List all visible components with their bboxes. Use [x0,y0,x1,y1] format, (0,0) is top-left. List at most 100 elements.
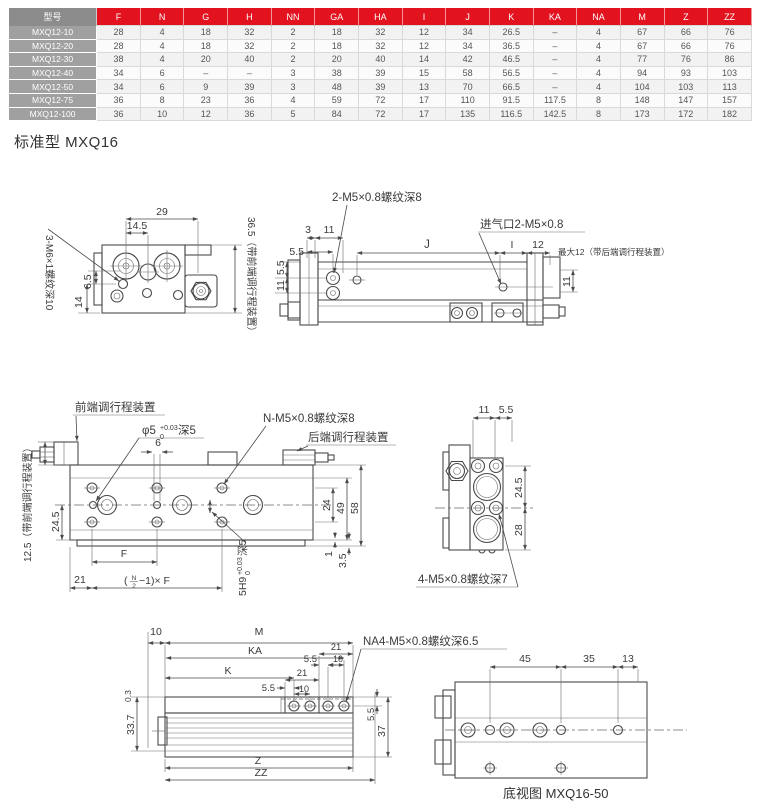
spec-cell: 66.5 [488,79,534,94]
label-rear-adjuster: 后端调行程装置 [308,431,389,444]
spec-cell: 18 [183,25,229,40]
spec-cell: 17 [401,92,447,108]
spec-cell: 46.5 [488,52,534,67]
dim-5-5-left: 5.5 [275,260,287,275]
spec-cell: 42 [445,52,490,67]
spec-cell: 59 [314,92,360,108]
dim-24-5: 24.5 [513,477,525,498]
spec-cell: 14 [401,52,447,67]
spec-cell: 86 [707,52,752,67]
dim-11-right: 11 [561,276,573,287]
column-header: Z [664,8,709,26]
dim-10a: 10 [299,684,309,694]
spec-cell: 110 [445,92,490,108]
dim-58: 58 [349,502,361,514]
column-header: N [140,8,185,26]
bottom-view-caption: 底视图 MXQ16-50 [503,786,608,801]
spec-cell: 94 [619,65,665,81]
spec-cell: 103 [663,79,709,94]
column-header: HA [358,8,403,26]
model-cell: MXQ12-20 [7,39,98,54]
label-thread-3m6: 3-M6×1螺纹深10 [43,235,56,311]
spec-cell: 26.5 [488,25,534,40]
dim-29: 29 [156,206,168,218]
column-header: F [96,8,141,26]
dim-14: 14 [73,296,85,308]
dim-24-5: 24.5 [50,511,62,532]
dim-3-5: 3.5 [337,553,349,568]
spec-cell: 148 [619,92,665,108]
column-header: H [227,8,272,26]
spec-cell: 4 [139,38,185,54]
spec-cell: – [532,38,578,54]
pitch-open: ( [124,575,128,587]
mount-band [164,696,354,714]
spec-cell: 2 [270,25,316,40]
spec-cell: 72 [358,106,403,122]
spec-cell: 4 [139,52,185,67]
dim-5-5b: 5.5 [304,654,317,665]
dim-12-5: 12.5（带前端调行程装置） [21,443,34,562]
column-header: NA [576,8,621,26]
spec-cell: 116.5 [488,106,534,122]
spec-cell: 13 [401,79,447,94]
spec-cell: 36 [227,92,272,108]
spec-cell: 103 [707,65,752,81]
spec-cell: 56.5 [488,65,534,81]
column-header: NN [271,8,316,26]
dim-10b: 10 [333,654,343,664]
spec-cell: 4 [576,52,621,67]
spec-cell: 4 [576,25,621,40]
spec-cell: 8 [139,92,185,108]
label-thread-n-m5: N-M5×0.8螺纹深8 [263,411,355,425]
spec-cell: 28 [96,25,141,40]
dim-33-7: 33.7 [125,714,137,735]
spec-cell: 34 [96,65,141,81]
body-step [93,252,103,306]
spec-cell: 18 [183,38,229,54]
drawing-front-view: 前端调行程装置 φ5 +0.03 0 深5 6 N-M5×0.8螺纹深8 后端调… [21,400,396,596]
dim-J: J [424,239,430,251]
pitch-den: 2 [132,583,136,590]
spec-cell: 182 [707,106,752,122]
rear-adjuster [282,449,316,466]
spec-cell: 12 [401,25,447,40]
label-thread-2m5: 2-M5×0.8螺纹深8 [332,190,422,204]
label-front-adjuster: 前端调行程装置 [75,400,156,414]
model-cell: MXQ12-50 [7,79,98,94]
page-title: 标准型 MXQ16 [14,134,119,151]
column-header: KA [533,8,578,26]
front-adjuster-nut [39,446,55,463]
spec-cell: 104 [619,79,665,94]
note-max12: 最大12（带后端调行程装置） [558,247,669,257]
nut-plate [184,274,218,308]
dim-3: 3 [305,224,311,236]
spec-cell: 147 [663,92,709,108]
dim-5-5r: 5.5 [366,708,377,721]
dim-14-5: 14.5 [127,220,148,232]
spec-cell: 5 [270,106,316,122]
spec-cell: 39 [227,79,272,94]
dim-F: F [121,548,127,560]
dim-24: 24 [321,499,333,511]
column-header: I [402,8,447,26]
spec-cell: 4 [270,92,316,108]
spec-cell: 66 [663,25,709,40]
dim-21a: 21 [297,668,308,679]
dim-ZZ: ZZ [255,767,268,779]
spec-cell: 38 [314,65,360,81]
dim-11-left: 11 [275,280,287,291]
spec-cell: 77 [619,52,665,67]
dim-5-5-top: 5.5 [289,246,304,258]
spec-cell: 18 [314,25,360,40]
spec-cell: 48 [314,79,360,94]
spec-cell: 135 [445,106,490,122]
spec-cell: 6 [139,65,185,81]
dim-21: 21 [74,574,86,586]
dowel-tol-sup: +0.03 [160,425,178,432]
key-sup: +0.03 [237,557,244,575]
